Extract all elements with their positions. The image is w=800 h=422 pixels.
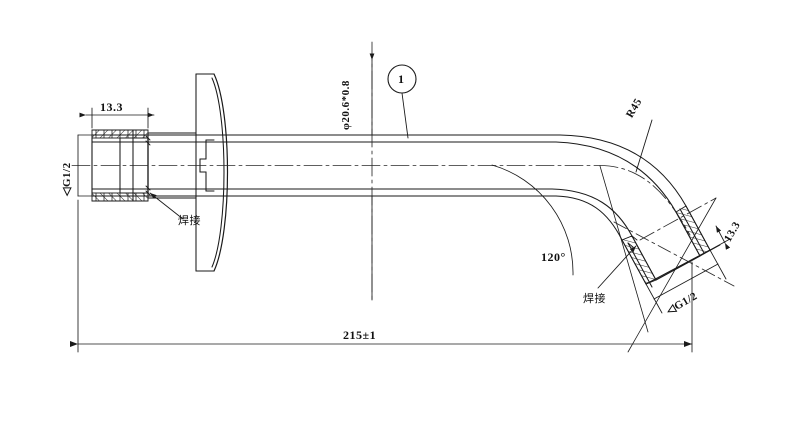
dim-13-3-left: 13.3 <box>100 100 123 114</box>
outlet-thread-hatching <box>621 205 711 285</box>
inlet-thread-ticks <box>95 129 145 202</box>
pipe-main-body <box>91 134 561 197</box>
note-weld-right: 焊接 <box>583 292 606 305</box>
leader-lines <box>149 92 653 289</box>
wall-flange-escutcheon <box>195 73 229 272</box>
item-balloon-1 <box>387 64 417 94</box>
dimension-lines <box>70 53 731 353</box>
dim-bend-angle: 120° <box>541 250 566 264</box>
pipe-bend-elbow <box>551 134 687 241</box>
dim-inlet-thread: ◁G1/2 <box>61 162 73 196</box>
note-weld-left: 焊接 <box>178 214 201 227</box>
outlet-centerline <box>613 221 735 287</box>
dim-pipe-diameter: φ20.6*0.8 <box>340 80 352 130</box>
dim-overall-length: 215±1 <box>343 328 377 342</box>
weld-seam-left <box>145 135 151 196</box>
item-balloon-1-text: 1 <box>398 72 405 86</box>
